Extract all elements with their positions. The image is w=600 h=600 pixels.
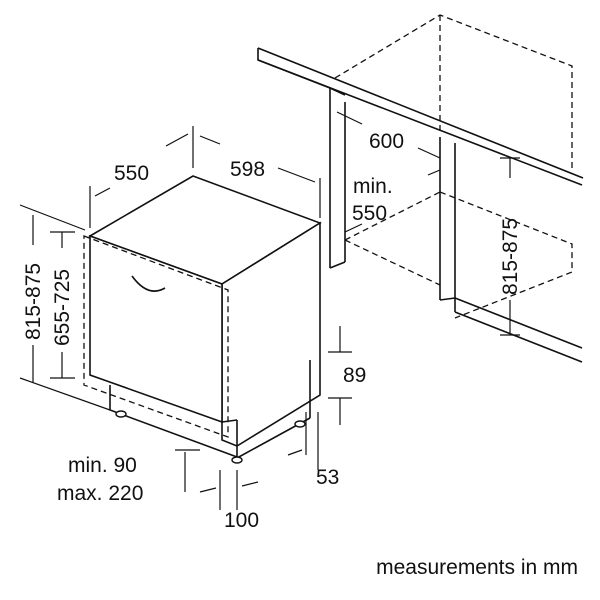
label-niche-width: 600 [369,130,404,153]
cabinet-niche [257,14,584,363]
label-appliance-height-body: 655-725 [51,269,74,346]
label-niche-min-depth-line2: 550 [352,202,387,225]
label-appliance-height-total: 815-875 [22,263,45,340]
label-plinth-setback: 100 [224,509,259,532]
label-appliance-depth: 550 [114,162,149,185]
units-caption: measurements in mm [376,556,578,579]
label-appliance-width: 598 [230,158,265,181]
foot-front-left [115,410,127,418]
label-plinth-height-line2: max. 220 [57,482,143,505]
label-side-gap: 53 [316,466,339,489]
label-plinth-height-line1: min. 90 [68,454,137,477]
label-niche-min-depth-line1: min. [353,175,393,198]
door-handle [131,275,166,292]
foot-front-right [231,456,243,464]
label-top-clearance: 89 [343,364,366,387]
dimension-lines [19,111,520,510]
dishwasher-body [83,175,322,464]
foot-rear-right [294,420,306,428]
label-niche-height: 815-875 [499,218,522,295]
